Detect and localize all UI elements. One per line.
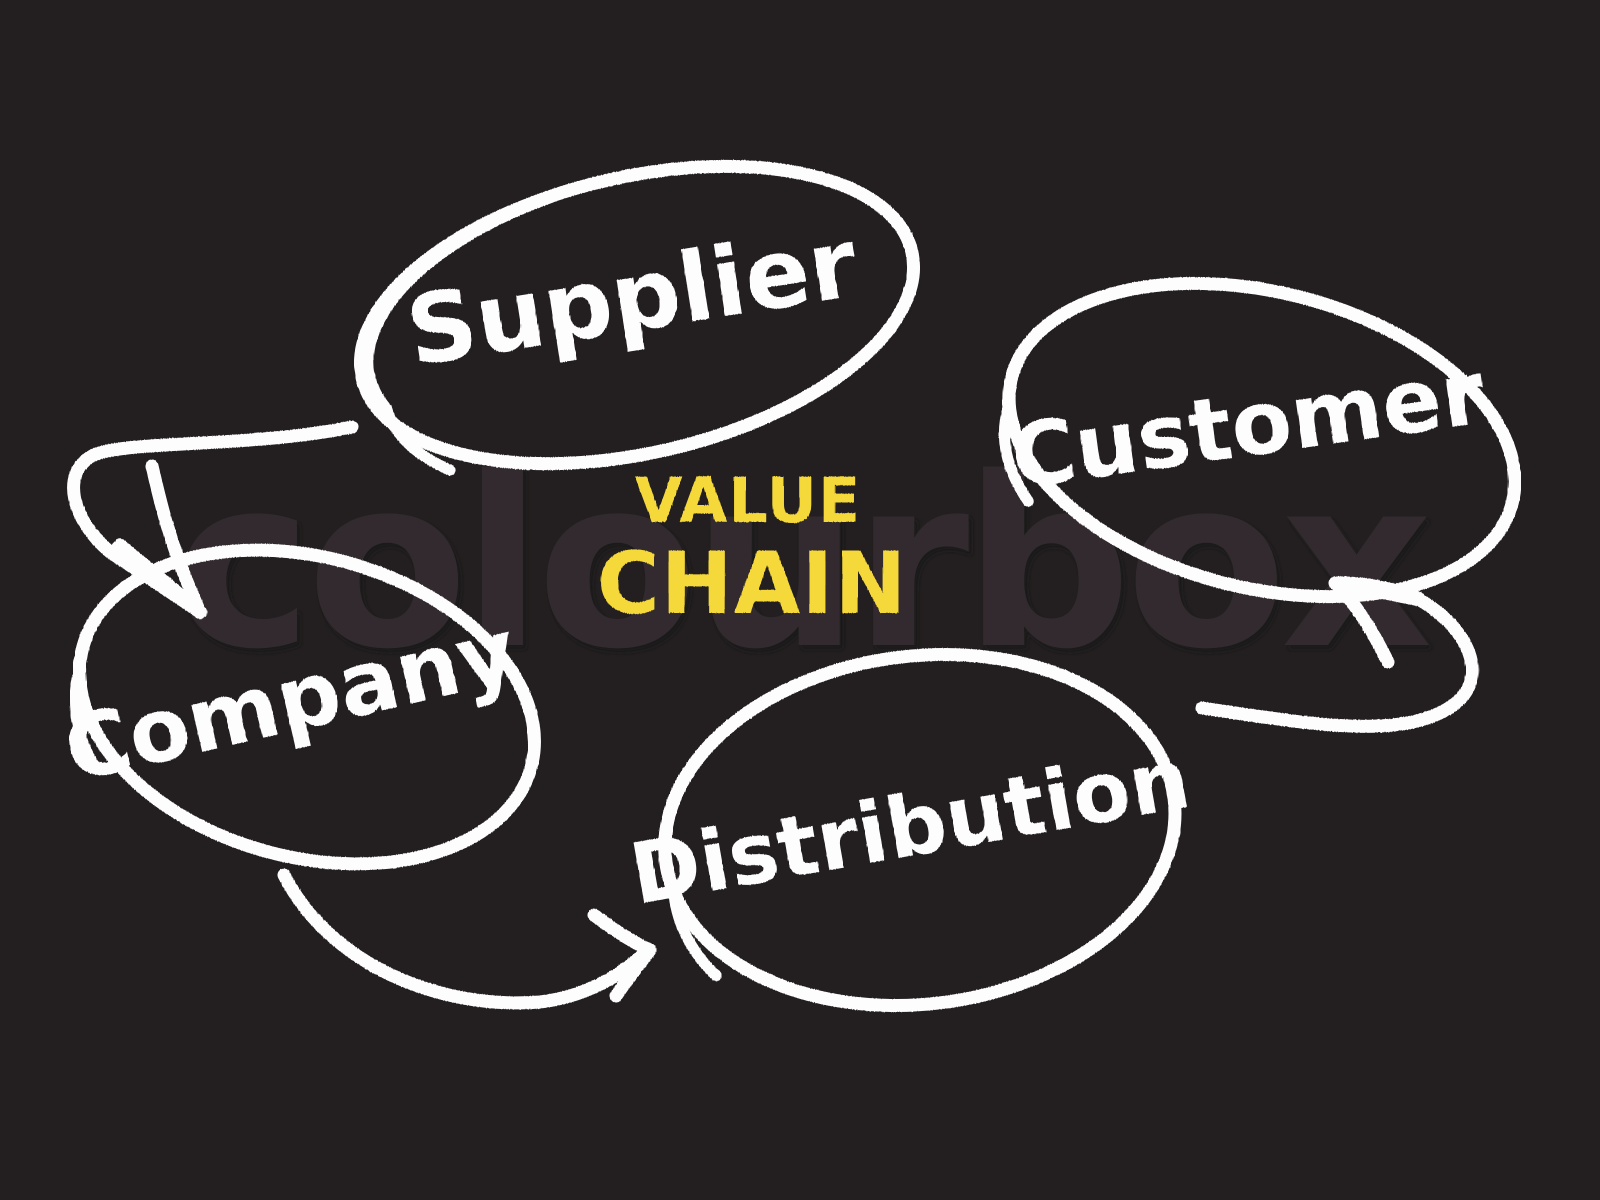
- arrow-supplier-to-company-shaft: [67, 420, 359, 619]
- company-ellipse-inner-sketch: [69, 545, 313, 773]
- arrow-company-to-distribution-head-lower: [609, 943, 657, 1003]
- distribution-ellipse-inner-sketch: [658, 658, 865, 982]
- supplier-ellipse-inner-sketch: [362, 191, 557, 476]
- arrow-distribution-to-customer-head-upper: [1329, 577, 1395, 669]
- center-title-line1: VALUE: [635, 464, 862, 537]
- watermark: colourbox: [173, 428, 1436, 701]
- arrow-supplier-to-company: [67, 420, 359, 619]
- supplier-ellipse-outer: [353, 159, 921, 471]
- arrow-distribution-to-customer-head-lower: [1329, 576, 1425, 605]
- customer-ellipse-inner-sketch: [998, 278, 1257, 507]
- watermark-text: colourbox: [173, 428, 1430, 701]
- arrow-distribution-to-customer: [1195, 576, 1479, 733]
- arrow-company-to-distribution: [277, 868, 657, 1010]
- arrow-supplier-to-company-head-upper: [145, 459, 206, 617]
- center-title: VALUE CHAIN: [597, 464, 908, 634]
- arrow-distribution-to-customer-shaft: [1195, 576, 1479, 733]
- center-title-line2: CHAIN: [597, 534, 908, 634]
- arrow-supplier-to-company-head-tail: [111, 541, 207, 619]
- arrow-company-to-distribution-shaft: [277, 868, 655, 1010]
